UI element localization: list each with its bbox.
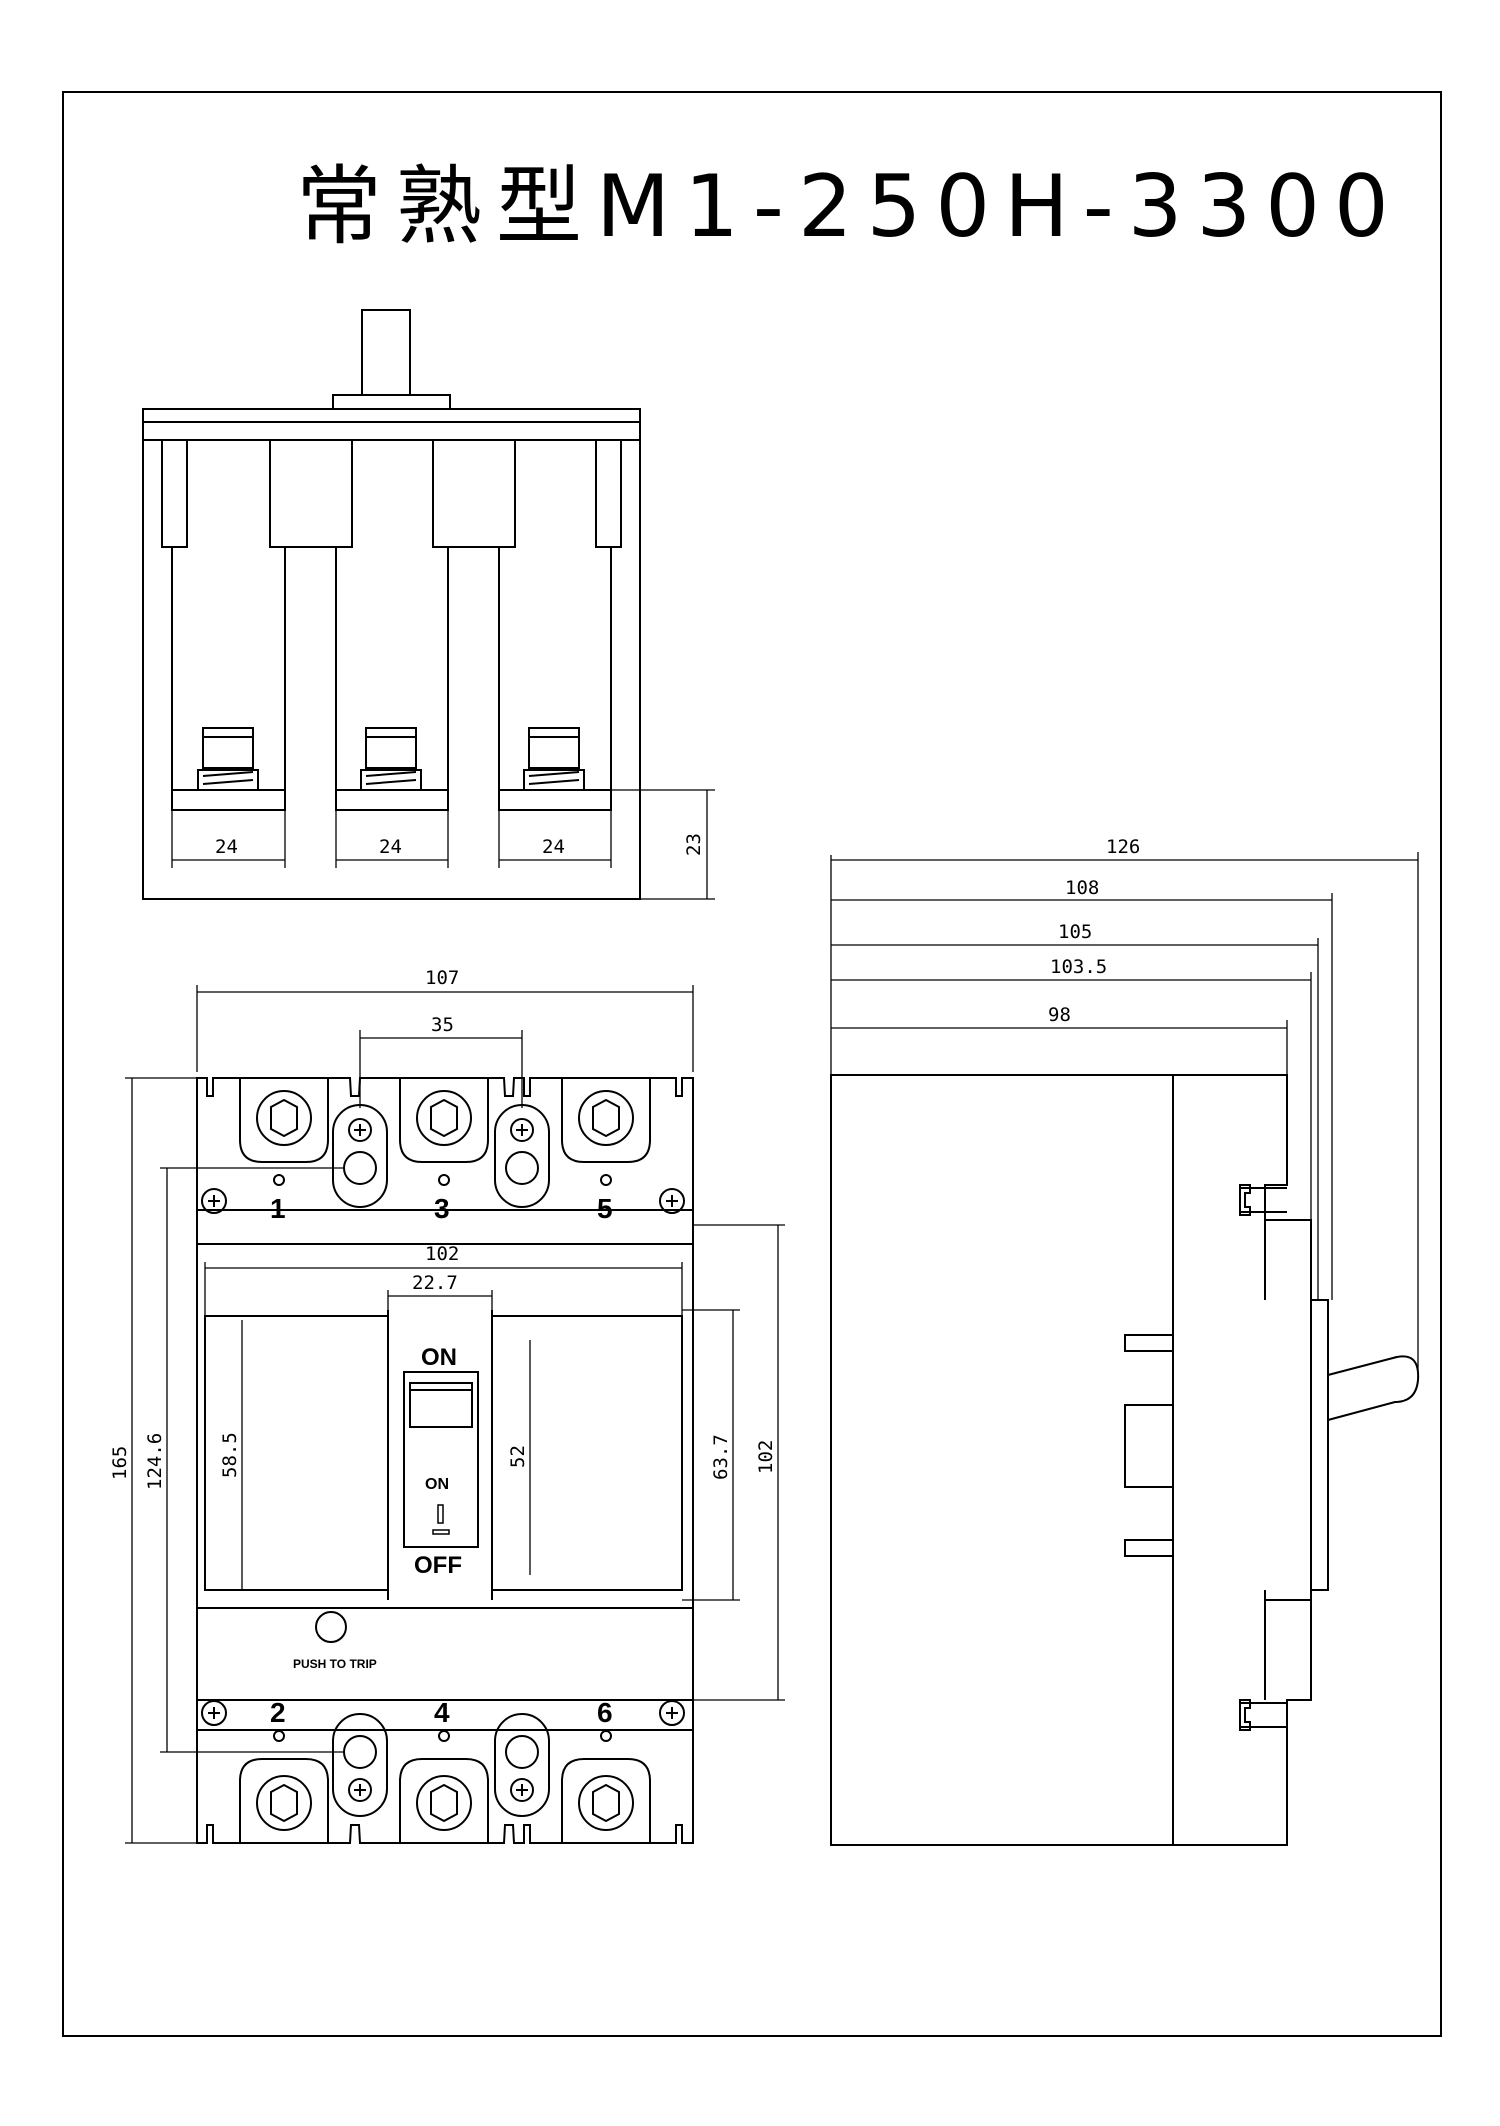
mounting-screw — [659, 1188, 685, 1214]
top-slot-left — [332, 1104, 388, 1208]
dim-top-pitch-1: 24 — [215, 836, 238, 858]
mounting-screw — [659, 1700, 685, 1726]
push-to-trip-button[interactable] — [315, 1611, 347, 1643]
top-view-screw — [523, 727, 585, 791]
dim-front-pole-pitch: 35 — [431, 1014, 454, 1036]
sheet-border — [62, 91, 1442, 2037]
dim-side-98: 98 — [1048, 1004, 1071, 1026]
side-view-recess — [1124, 1404, 1174, 1488]
dim-side-103-5: 103.5 — [1050, 956, 1107, 978]
dim-front-window-handle: 52 — [507, 1445, 529, 1468]
mounting-screw — [201, 1700, 227, 1726]
top-view-terminal-bar — [171, 789, 286, 811]
front-view: 1 3 5 2 4 6 ON ON OFF PUSH TO TRIP — [109, 967, 785, 1844]
terminal-label-bottom-2: 2 — [270, 1697, 286, 1728]
top-view-shaft-base — [332, 394, 451, 410]
front-view-outline-bottom — [196, 1699, 694, 1844]
dim-front-height-mount: 124.6 — [144, 1433, 166, 1490]
dim-front-cover-width: 102 — [425, 1243, 459, 1265]
top-slot-right — [494, 1104, 550, 1208]
terminal-label-bottom-6: 6 — [597, 1697, 613, 1728]
top-view-terminal-bar — [498, 789, 612, 811]
side-view-tab — [1124, 1334, 1174, 1352]
dim-front-height-total: 165 — [109, 1446, 131, 1480]
side-view-cover — [1173, 1074, 1329, 1846]
top-view-shaft — [361, 309, 411, 396]
dim-front-width: 107 — [425, 967, 459, 989]
bottom-slot-right — [494, 1713, 550, 1817]
side-view-tab — [1124, 1539, 1174, 1557]
top-view-body — [142, 408, 641, 900]
handle-slot[interactable] — [403, 1371, 479, 1548]
side-view-clip — [1239, 1184, 1251, 1216]
side-view-clip — [1239, 1699, 1251, 1731]
front-view-outline — [196, 1077, 694, 1245]
side-view-handle[interactable] — [1327, 1355, 1420, 1421]
dim-front-cover-height: 102 — [755, 1440, 777, 1474]
top-view-rib — [161, 439, 188, 548]
dim-side-105: 105 — [1058, 921, 1092, 943]
mounting-screw — [201, 1188, 227, 1214]
dim-side-126: 126 — [1106, 836, 1140, 858]
terminal-lug-top — [399, 1078, 489, 1163]
top-view-screw — [360, 727, 422, 791]
dim-side-108: 108 — [1065, 877, 1099, 899]
drawing-title: 常熟型M1-250H-3300 — [296, 157, 1403, 257]
terminal-lug-top — [561, 1078, 651, 1163]
top-view-rib — [269, 439, 353, 548]
terminal-lug-top — [239, 1078, 329, 1163]
top-view-rib — [595, 439, 622, 548]
top-view-screw — [197, 727, 259, 791]
push-to-trip-label: PUSH TO TRIP — [293, 1657, 377, 1671]
terminal-label-top-1: 1 — [270, 1193, 286, 1224]
terminal-lug-bottom — [561, 1758, 651, 1843]
dim-front-handle-window: 22.7 — [412, 1272, 458, 1294]
handle-on-mark — [437, 1504, 444, 1524]
top-view: 24 24 24 23 — [142, 309, 715, 900]
dim-front-window-right: 63.7 — [710, 1434, 732, 1480]
terminal-label-bottom-4: 4 — [434, 1697, 450, 1728]
dim-top-pitch-3: 24 — [542, 836, 565, 858]
terminal-lug-bottom — [399, 1758, 489, 1843]
terminal-lug-bottom — [239, 1758, 329, 1843]
terminal-label-top-5: 5 — [597, 1193, 613, 1224]
side-view-base — [830, 1074, 1174, 1846]
top-view-rib — [432, 439, 516, 548]
terminal-label-top-3: 3 — [434, 1193, 450, 1224]
handle-off-label: OFF — [414, 1552, 462, 1579]
dim-top-depth: 23 — [683, 833, 705, 856]
handle-lever[interactable] — [409, 1382, 473, 1428]
top-view-terminal-bar — [335, 789, 449, 811]
dim-front-window-left: 58.5 — [219, 1432, 241, 1478]
dim-top-pitch-2: 24 — [379, 836, 402, 858]
handle-assembly[interactable]: ON ON OFF — [403, 1344, 479, 1579]
side-view: 126 108 105 103.5 98 — [830, 836, 1420, 1846]
handle-on-label: ON — [421, 1344, 457, 1371]
handle-on-small: ON — [425, 1476, 449, 1493]
